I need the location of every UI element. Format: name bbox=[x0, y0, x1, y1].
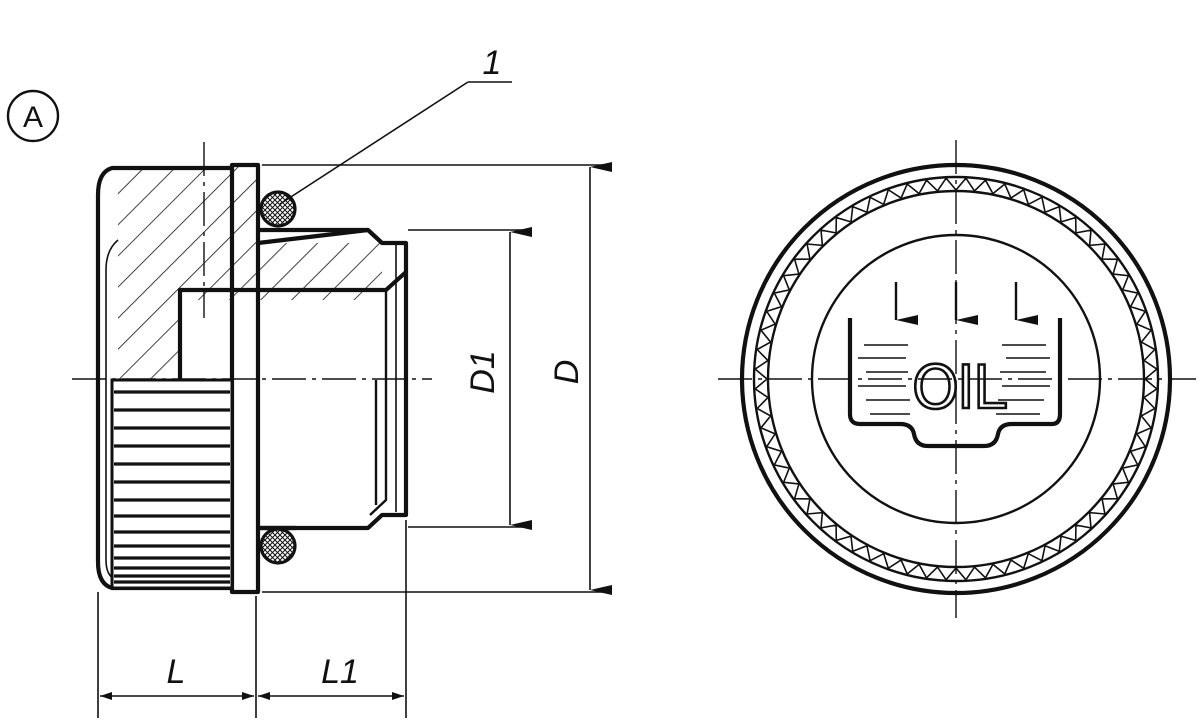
callout-number: 1 bbox=[483, 44, 502, 82]
thread-chamfer bbox=[366, 228, 384, 245]
bore-inner-edge bbox=[369, 290, 388, 516]
dimension-d1-label: D1 bbox=[464, 350, 502, 393]
side-section-view bbox=[72, 142, 432, 595]
knurled-grip bbox=[110, 378, 234, 590]
callout-part-1: 1 bbox=[279, 44, 512, 205]
section-hatching bbox=[112, 165, 382, 380]
o-ring-lower bbox=[259, 527, 297, 565]
dimension-l-label: L bbox=[167, 653, 186, 691]
dimension-l1: L1 bbox=[258, 653, 404, 700]
oil-emblem: OIL bbox=[847, 282, 1063, 449]
oil-text: OIL bbox=[912, 353, 1007, 423]
dimension-d-label: D bbox=[548, 360, 586, 385]
dimension-d: D bbox=[262, 162, 612, 595]
dimension-l: L bbox=[97, 520, 407, 718]
dimension-l1-label: L1 bbox=[321, 653, 359, 691]
callout-leader bbox=[279, 81, 469, 205]
end-view: OIL bbox=[718, 140, 1196, 618]
view-marker-circle bbox=[6, 89, 60, 143]
view-marker-label: A bbox=[23, 101, 43, 134]
view-marker: A bbox=[6, 89, 60, 143]
inner-bore-outline bbox=[177, 270, 408, 380]
oil-level-lines bbox=[858, 344, 1050, 415]
dimension-d1: D1 bbox=[408, 227, 532, 530]
